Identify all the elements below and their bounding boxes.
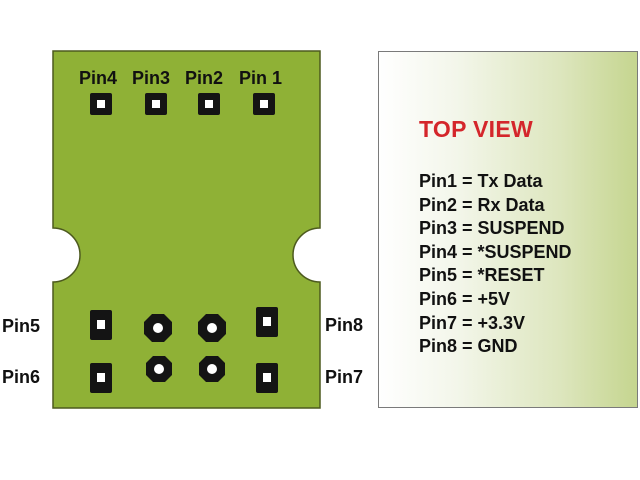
label-pin1: Pin 1	[239, 68, 283, 88]
pad-pin2	[198, 93, 220, 115]
legend-item-pin6: Pin6 = +5V	[419, 288, 511, 309]
pad-pin5	[90, 310, 112, 340]
pad-pin4	[90, 93, 112, 115]
pad-pin1	[253, 93, 275, 115]
pin-legend-panel: TOP VIEW Pin1 = Tx Data Pin2 = Rx Data P…	[378, 51, 638, 408]
octagon-pad-4	[199, 356, 225, 382]
pad-pin3	[145, 93, 167, 115]
label-pin3: Pin3	[132, 68, 171, 88]
label-pin5: Pin5	[2, 316, 41, 336]
legend-list: Pin1 = Tx Data Pin2 = Rx Data Pin3 = SUS…	[419, 170, 572, 359]
label-pin6: Pin6	[2, 367, 41, 387]
pcb-board	[52, 50, 321, 409]
legend-item-pin5: Pin5 = *RESET	[419, 265, 545, 286]
legend-title: TOP VIEW	[419, 116, 534, 142]
legend-item-pin2: Pin2 = Rx Data	[419, 194, 545, 215]
pad-pin8	[256, 307, 278, 337]
pad-pin7	[256, 363, 278, 393]
octagon-pad-2	[198, 314, 226, 342]
legend-item-pin7: Pin7 = +3.3V	[419, 312, 526, 333]
label-pin4: Pin4	[79, 68, 118, 88]
pad-pin6	[90, 363, 112, 393]
label-pin7: Pin7	[325, 367, 364, 387]
label-pin2: Pin2	[185, 68, 224, 88]
legend-item-pin4: Pin4 = *SUSPEND	[419, 241, 572, 262]
octagon-pad-1	[144, 314, 172, 342]
legend-item-pin3: Pin3 = SUSPEND	[419, 218, 565, 239]
label-pin8: Pin8	[325, 315, 364, 335]
legend-item-pin8: Pin8 = GND	[419, 336, 518, 357]
octagon-pad-3	[146, 356, 172, 382]
legend-item-pin1: Pin1 = Tx Data	[419, 171, 543, 191]
